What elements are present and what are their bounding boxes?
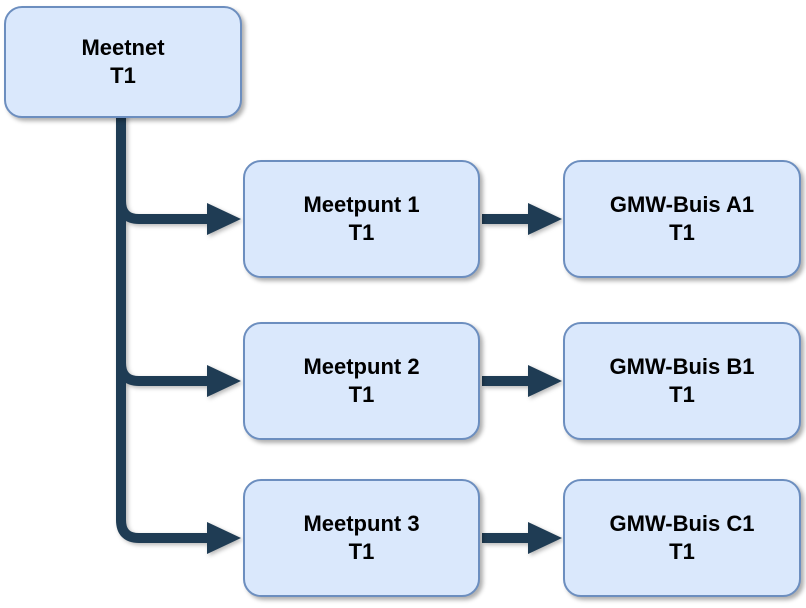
- node-sublabel: T1: [110, 63, 136, 88]
- node-meetnet: Meetnet T1: [4, 6, 242, 118]
- node-label: Meetpunt 2: [303, 353, 420, 379]
- node-gmw-buis-c1: GMW-Buis C1 T1: [563, 479, 801, 597]
- node-label: Meetnet: [81, 34, 165, 60]
- node-sublabel: T1: [348, 220, 375, 245]
- arrowhead-icon: [528, 203, 562, 235]
- node-meetpunt-1: Meetpunt 1 T1: [243, 160, 480, 278]
- arrowhead-icon: [207, 203, 241, 235]
- node-gmw-buis-b1: GMW-Buis B1 T1: [563, 322, 801, 440]
- node-sublabel: T1: [348, 382, 375, 407]
- node-label: GMW-Buis A1: [609, 191, 755, 217]
- connector-meetnet-to-meetpunt-3: [116, 110, 209, 543]
- node-sublabel: T1: [669, 220, 695, 245]
- node-label: GMW-Buis C1: [609, 510, 755, 536]
- arrowhead-icon: [207, 365, 241, 397]
- node-sublabel: T1: [669, 382, 695, 407]
- arrowheads: [207, 203, 562, 554]
- node-meetpunt-3: Meetpunt 3 T1: [243, 479, 480, 597]
- node-sublabel: T1: [669, 539, 695, 564]
- connector-meetnet-to-meetpunt-2: [116, 110, 209, 386]
- node-sublabel: T1: [348, 539, 375, 564]
- node-gmw-buis-a1: GMW-Buis A1 T1: [563, 160, 801, 278]
- node-meetpunt-2: Meetpunt 2 T1: [243, 322, 480, 440]
- arrowhead-icon: [528, 522, 562, 554]
- node-label: GMW-Buis B1: [609, 353, 755, 379]
- arrowhead-icon: [207, 522, 241, 554]
- node-label: Meetpunt 1: [303, 191, 420, 217]
- arrowhead-icon: [528, 365, 562, 397]
- connector-meetnet-to-meetpunt-1: [116, 110, 209, 224]
- node-label: Meetpunt 3: [303, 510, 420, 536]
